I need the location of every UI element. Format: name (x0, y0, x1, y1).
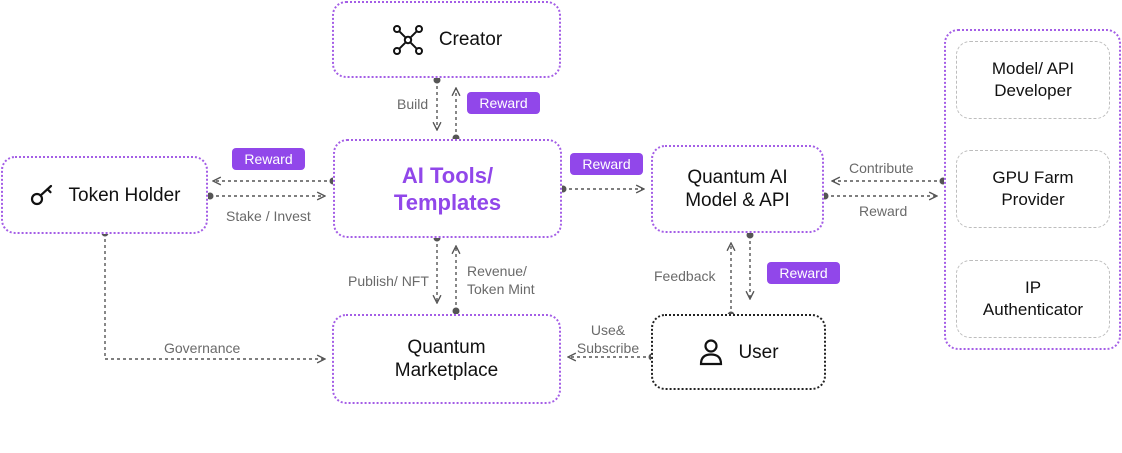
node-gpu-farm-provider[interactable]: GPU Farm Provider (956, 150, 1110, 228)
node-ai-tools-label: AI Tools/ Templates (393, 162, 502, 215)
node-ip-authenticator-label: IP Authenticator (982, 278, 1084, 319)
edge-governance (104, 233, 325, 359)
user-icon (698, 338, 724, 366)
node-ip-authenticator[interactable]: IP Authenticator (956, 260, 1110, 338)
node-marketplace[interactable]: Quantum Marketplace (332, 314, 561, 404)
label-publish-nft: Publish/ NFT (348, 273, 429, 289)
reward-badge-quantum-ai: Reward (570, 153, 643, 175)
label-build: Build (397, 96, 429, 112)
reward-badge-token-holder: Reward (232, 148, 305, 170)
node-model-api-developer-label: Model/ API Developer (991, 59, 1075, 100)
node-token-holder-label: Token Holder (68, 184, 181, 206)
node-gpu-farm-provider-label: GPU Farm Provider (992, 168, 1074, 209)
node-token-holder[interactable]: Token Holder (1, 156, 208, 234)
label-feedback: Feedback (654, 268, 716, 284)
node-ai-tools[interactable]: AI Tools/ Templates (333, 139, 562, 238)
label-reward-provider: Reward (859, 203, 908, 219)
node-quantum-ai[interactable]: Quantum AI Model & API (651, 145, 824, 233)
key-icon (29, 182, 55, 208)
label-governance: Governance (164, 340, 241, 356)
reward-badge-user: Reward (767, 262, 840, 284)
label-use-subscribe: Use& Subscribe (576, 322, 640, 356)
node-user-label: User (738, 341, 779, 363)
node-quantum-ai-label: Quantum AI Model & API (685, 167, 790, 211)
reward-badge-creator: Reward (467, 92, 540, 114)
node-creator-label: Creator (438, 29, 503, 50)
label-revenue-token-mint: Revenue/ Token Mint (467, 263, 535, 297)
network-icon (391, 23, 425, 57)
label-stake-invest: Stake / Invest (226, 208, 311, 224)
node-user[interactable]: User (651, 314, 826, 390)
label-contribute: Contribute (849, 160, 914, 176)
node-marketplace-label: Quantum Marketplace (394, 337, 499, 381)
node-model-api-developer[interactable]: Model/ API Developer (956, 41, 1110, 119)
node-creator[interactable]: Creator (332, 1, 561, 78)
